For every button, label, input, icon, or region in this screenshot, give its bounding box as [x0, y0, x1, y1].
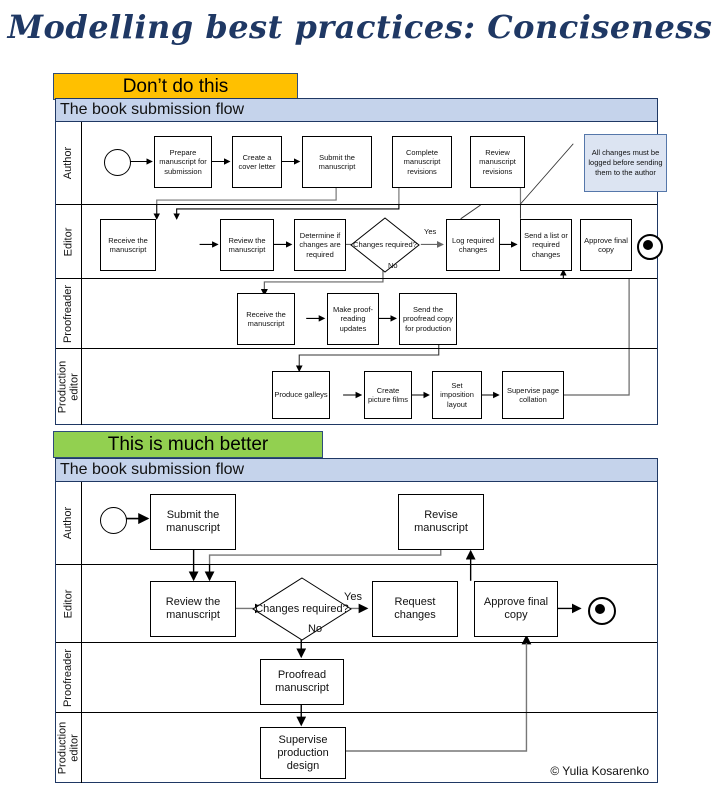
edge-label-yes-good: Yes	[344, 591, 362, 603]
task-determine-if-changes-required[interactable]: Determine if changes are required	[294, 219, 346, 271]
lane-body-editor-bad: Receive the manuscript Review the manusc…	[82, 204, 663, 278]
task-log-required-changes[interactable]: Log required changes	[446, 219, 500, 271]
lane-label-editor-bad-text: Editor	[62, 227, 75, 256]
task-complete-manuscript-revisions[interactable]: Complete manuscript revisions	[392, 136, 452, 188]
lane-label-production-editor-good-text: Production editor	[56, 721, 81, 775]
lane-body-proofreader-good: Proofread manuscript	[82, 643, 657, 712]
end-event-dot-icon	[643, 240, 653, 250]
gateway-label-good: Changes required?	[255, 602, 349, 615]
lane-body-proofreader-bad: Receive the manuscript Make proof-readin…	[82, 279, 657, 348]
task-submit-the-manuscript-good[interactable]: Submit the manuscript	[150, 494, 236, 550]
lane-body-production-editor-good: Supervise production design	[82, 713, 657, 783]
task-send-list-required-changes[interactable]: Send a list or required changes	[520, 219, 572, 271]
lane-proofreader-bad: Proofreader Receive the manusc	[56, 279, 657, 349]
task-send-proofread-copy[interactable]: Send the proofread copy for production	[399, 293, 457, 345]
task-revise-manuscript-good[interactable]: Revise manuscript	[398, 494, 484, 550]
lane-label-proofreader-good: Proofreader	[56, 643, 82, 712]
gateway-diamond-icon-good	[252, 577, 352, 641]
lane-label-editor-good-text: Editor	[62, 589, 75, 618]
edge-label-yes-bad: Yes	[424, 227, 437, 236]
banner-this-is-much-better: This is much better	[53, 431, 323, 458]
copyright-text: © Yulia Kosarenko	[550, 764, 649, 778]
lane-label-editor-bad: Editor	[56, 205, 82, 278]
lane-label-proofreader-good-text: Proofreader	[62, 648, 75, 707]
lane-label-proofreader-bad-text: Proofreader	[62, 284, 75, 343]
annotation-log-changes: All changes must be logged before sendin…	[584, 134, 667, 192]
start-event-bad	[104, 149, 131, 176]
task-request-changes-good[interactable]: Request changes	[372, 581, 458, 637]
edge-label-no-good: No	[308, 623, 323, 635]
lane-label-author-bad: Author	[56, 122, 82, 204]
pool-good-example: The book submission flow Author	[55, 458, 658, 783]
lane-editor-bad: Editor	[56, 204, 663, 279]
gateway-label-bad: Changes required?	[353, 240, 417, 250]
gateway-changes-required-bad[interactable]: Changes required?	[350, 217, 420, 273]
task-receive-manuscript-editor[interactable]: Receive the manuscript	[100, 219, 156, 271]
task-supervise-production-design-good[interactable]: Supervise production design	[260, 727, 346, 779]
lane-editor-good: Editor	[56, 565, 657, 645]
lane-production-editor-bad: Production editor Produce galleys	[56, 349, 657, 425]
lane-production-editor-good: Production editor Supervise production d…	[56, 713, 657, 783]
gateway-diamond-icon	[350, 217, 420, 273]
pool-title-bad: The book submission flow	[56, 99, 657, 122]
lane-body-author-good: Submit the manuscript Revise manuscript	[82, 482, 657, 564]
connectors-proofreader-good	[296, 643, 528, 712]
task-approve-final-copy-good[interactable]: Approve final copy	[474, 581, 558, 637]
task-proofread-manuscript-good[interactable]: Proofread manuscript	[260, 659, 344, 705]
edge-label-no-bad: No	[388, 261, 398, 270]
lane-label-author-good: Author	[56, 482, 82, 564]
lane-author-bad: Author	[56, 122, 667, 205]
task-supervise-page-collation[interactable]: Supervise page collation	[502, 371, 564, 419]
lane-body-author-bad: Prepare manuscript for submission Create…	[82, 122, 667, 205]
lane-label-production-editor-bad: Production editor	[56, 349, 82, 425]
task-receive-manuscript-proofreader[interactable]: Receive the manuscript	[237, 293, 295, 345]
task-make-proofreading-updates[interactable]: Make proof-reading updates	[327, 293, 379, 345]
end-event-dot-icon-good	[595, 604, 605, 614]
lane-label-author-good-text: Author	[62, 506, 75, 540]
banner-dont-do-this: Don’t do this	[53, 73, 298, 100]
lane-label-production-editor-good: Production editor	[56, 713, 82, 783]
task-review-manuscript-revisions[interactable]: Review manuscript revisions	[470, 136, 525, 188]
lane-label-production-editor-bad-text: Production editor	[56, 360, 81, 414]
lane-label-proofreader-bad: Proofreader	[56, 279, 82, 348]
pool-bad-example: The book submission flow Author	[55, 98, 667, 425]
lane-proofreader-good: Proofreader Proofread manuscript	[56, 643, 657, 713]
task-review-manuscript-editor[interactable]: Review the manuscript	[220, 219, 274, 271]
lane-body-editor-good: Review the manuscript Changes required? …	[82, 565, 657, 645]
end-event-bad	[637, 234, 663, 260]
lane-label-author-bad-text: Author	[62, 146, 75, 180]
lane-body-production-editor-bad: Produce galleys Create picture films Set…	[82, 349, 657, 425]
lane-label-editor-good: Editor	[56, 565, 82, 642]
start-event-good	[100, 507, 127, 534]
task-review-the-manuscript-good[interactable]: Review the manuscript	[150, 581, 236, 637]
page-title: Modelling best practices: Conciseness	[7, 8, 713, 46]
task-set-imposition-layout[interactable]: Set imposition layout	[432, 371, 482, 419]
task-approve-final-copy-bad[interactable]: Approve final copy	[580, 219, 632, 271]
end-event-good	[588, 597, 616, 625]
lane-author-good: Author Sub	[56, 482, 657, 565]
gateway-changes-required-good[interactable]: Changes required?	[252, 577, 352, 641]
task-create-cover-letter[interactable]: Create a cover letter	[232, 136, 282, 188]
pool-title-good: The book submission flow	[56, 459, 657, 482]
task-prepare-manuscript[interactable]: Prepare manuscript for submission	[154, 136, 212, 188]
task-submit-manuscript[interactable]: Submit the manuscript	[302, 136, 372, 188]
task-produce-galleys[interactable]: Produce galleys	[272, 371, 330, 419]
task-create-picture-films[interactable]: Create picture films	[364, 371, 412, 419]
